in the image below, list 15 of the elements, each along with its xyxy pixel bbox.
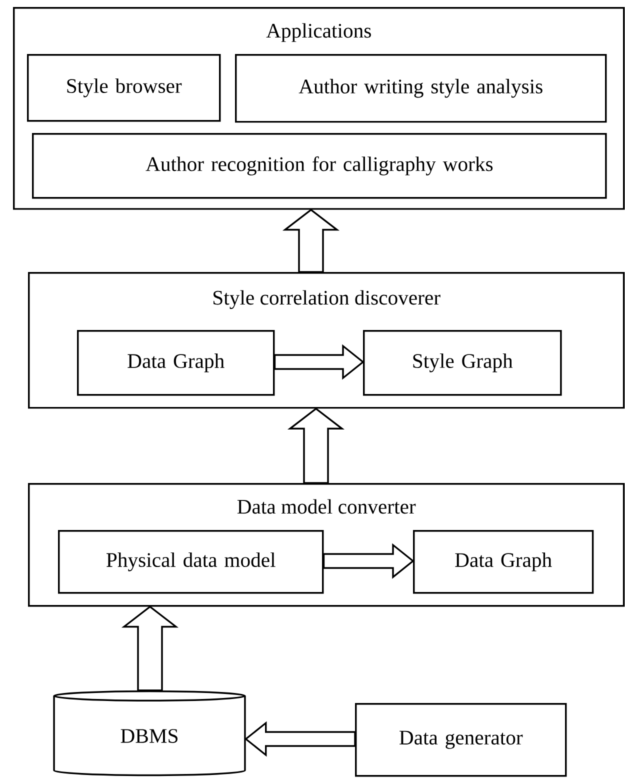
block-arrow (274, 344, 364, 380)
block-arrow (282, 208, 340, 273)
module-box: Author writing style analysis (235, 54, 607, 123)
block-arrow (322, 543, 414, 579)
module-box: Style browser (27, 54, 221, 122)
block-arrow (244, 721, 356, 757)
module-box: Data Graph (77, 330, 275, 396)
module-box: Style Graph (363, 330, 562, 396)
module-box: Physical data model (58, 530, 324, 594)
module-box: Data generator (355, 703, 567, 777)
block-arrow (121, 606, 179, 692)
block-arrow (287, 408, 345, 484)
database-cylinder: DBMS (53, 690, 246, 776)
module-box: Data Graph (413, 530, 594, 594)
module-box: Author recognition for calligraphy works (32, 133, 607, 199)
